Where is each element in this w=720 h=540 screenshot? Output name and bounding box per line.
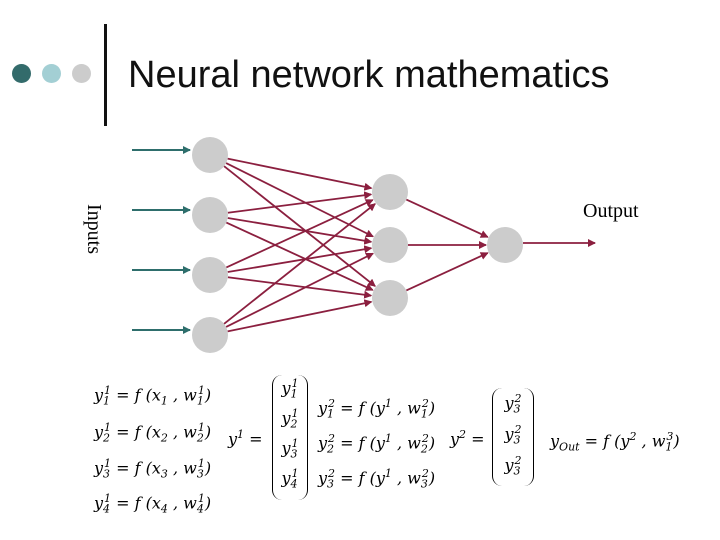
- connection-l2-1-1: [405, 198, 489, 238]
- bullet-dot-1: [12, 64, 31, 83]
- node-l2-3: [372, 280, 408, 316]
- node-l3-1: [487, 227, 523, 263]
- inputs-label: Inputs: [83, 204, 105, 254]
- equation-layer2-2: y22 = f (y1 , w22): [318, 432, 436, 456]
- connection-l1-1-1: [227, 157, 373, 191]
- y2-vector: y32 y32 y32: [492, 388, 534, 486]
- connection-l2-3-1: [405, 252, 489, 292]
- node-l1-3: [192, 257, 228, 293]
- equation-layer1-3: y31 = f (x3 , w31): [94, 457, 212, 481]
- y1-vector-label: y1 =: [228, 428, 263, 449]
- connection-l1-2-3: [225, 221, 374, 291]
- node-l2-2: [372, 227, 408, 263]
- title-divider: [104, 24, 107, 126]
- node-l1-4: [192, 317, 228, 353]
- connection-l1-4-2: [225, 252, 374, 328]
- connection-l1-1-3: [223, 165, 376, 287]
- equation-layer1-2: y21 = f (x2 , w21): [94, 421, 212, 445]
- equation-layer1-1: y11 = f (x1 , w11): [94, 384, 212, 408]
- page-title: Neural network mathematics: [128, 54, 610, 96]
- y1-vector: y11 y21 y31 y41: [272, 375, 308, 500]
- equation-layer2-1: y12 = f (y1 , w12): [318, 397, 436, 421]
- bullet-dot-3: [72, 64, 91, 83]
- y2-vector-label: y2 =: [450, 428, 485, 449]
- connection-l1-3-1: [225, 199, 374, 269]
- output-label: Output: [583, 200, 639, 222]
- nodes: [192, 137, 523, 353]
- connections: [223, 157, 596, 333]
- connection-l1-3-3: [227, 276, 373, 299]
- input-arrows: [132, 146, 191, 334]
- bullet-dot-2: [42, 64, 61, 83]
- connection-l1-4-3: [227, 299, 373, 333]
- equation-layer2-3: y32 = f (y1 , w32): [318, 467, 436, 491]
- node-l1-1: [192, 137, 228, 173]
- equation-output: yOut = f (y2 , w13): [550, 430, 680, 454]
- connection-l1-4-1: [223, 203, 376, 325]
- node-l2-1: [372, 174, 408, 210]
- connection-l1-3-2: [227, 245, 373, 273]
- connection-l1-2-2: [227, 217, 373, 245]
- node-l1-2: [192, 197, 228, 233]
- equation-layer1-4: y41 = f (x4 , w41): [94, 492, 212, 516]
- connection-l1-2-1: [227, 191, 373, 214]
